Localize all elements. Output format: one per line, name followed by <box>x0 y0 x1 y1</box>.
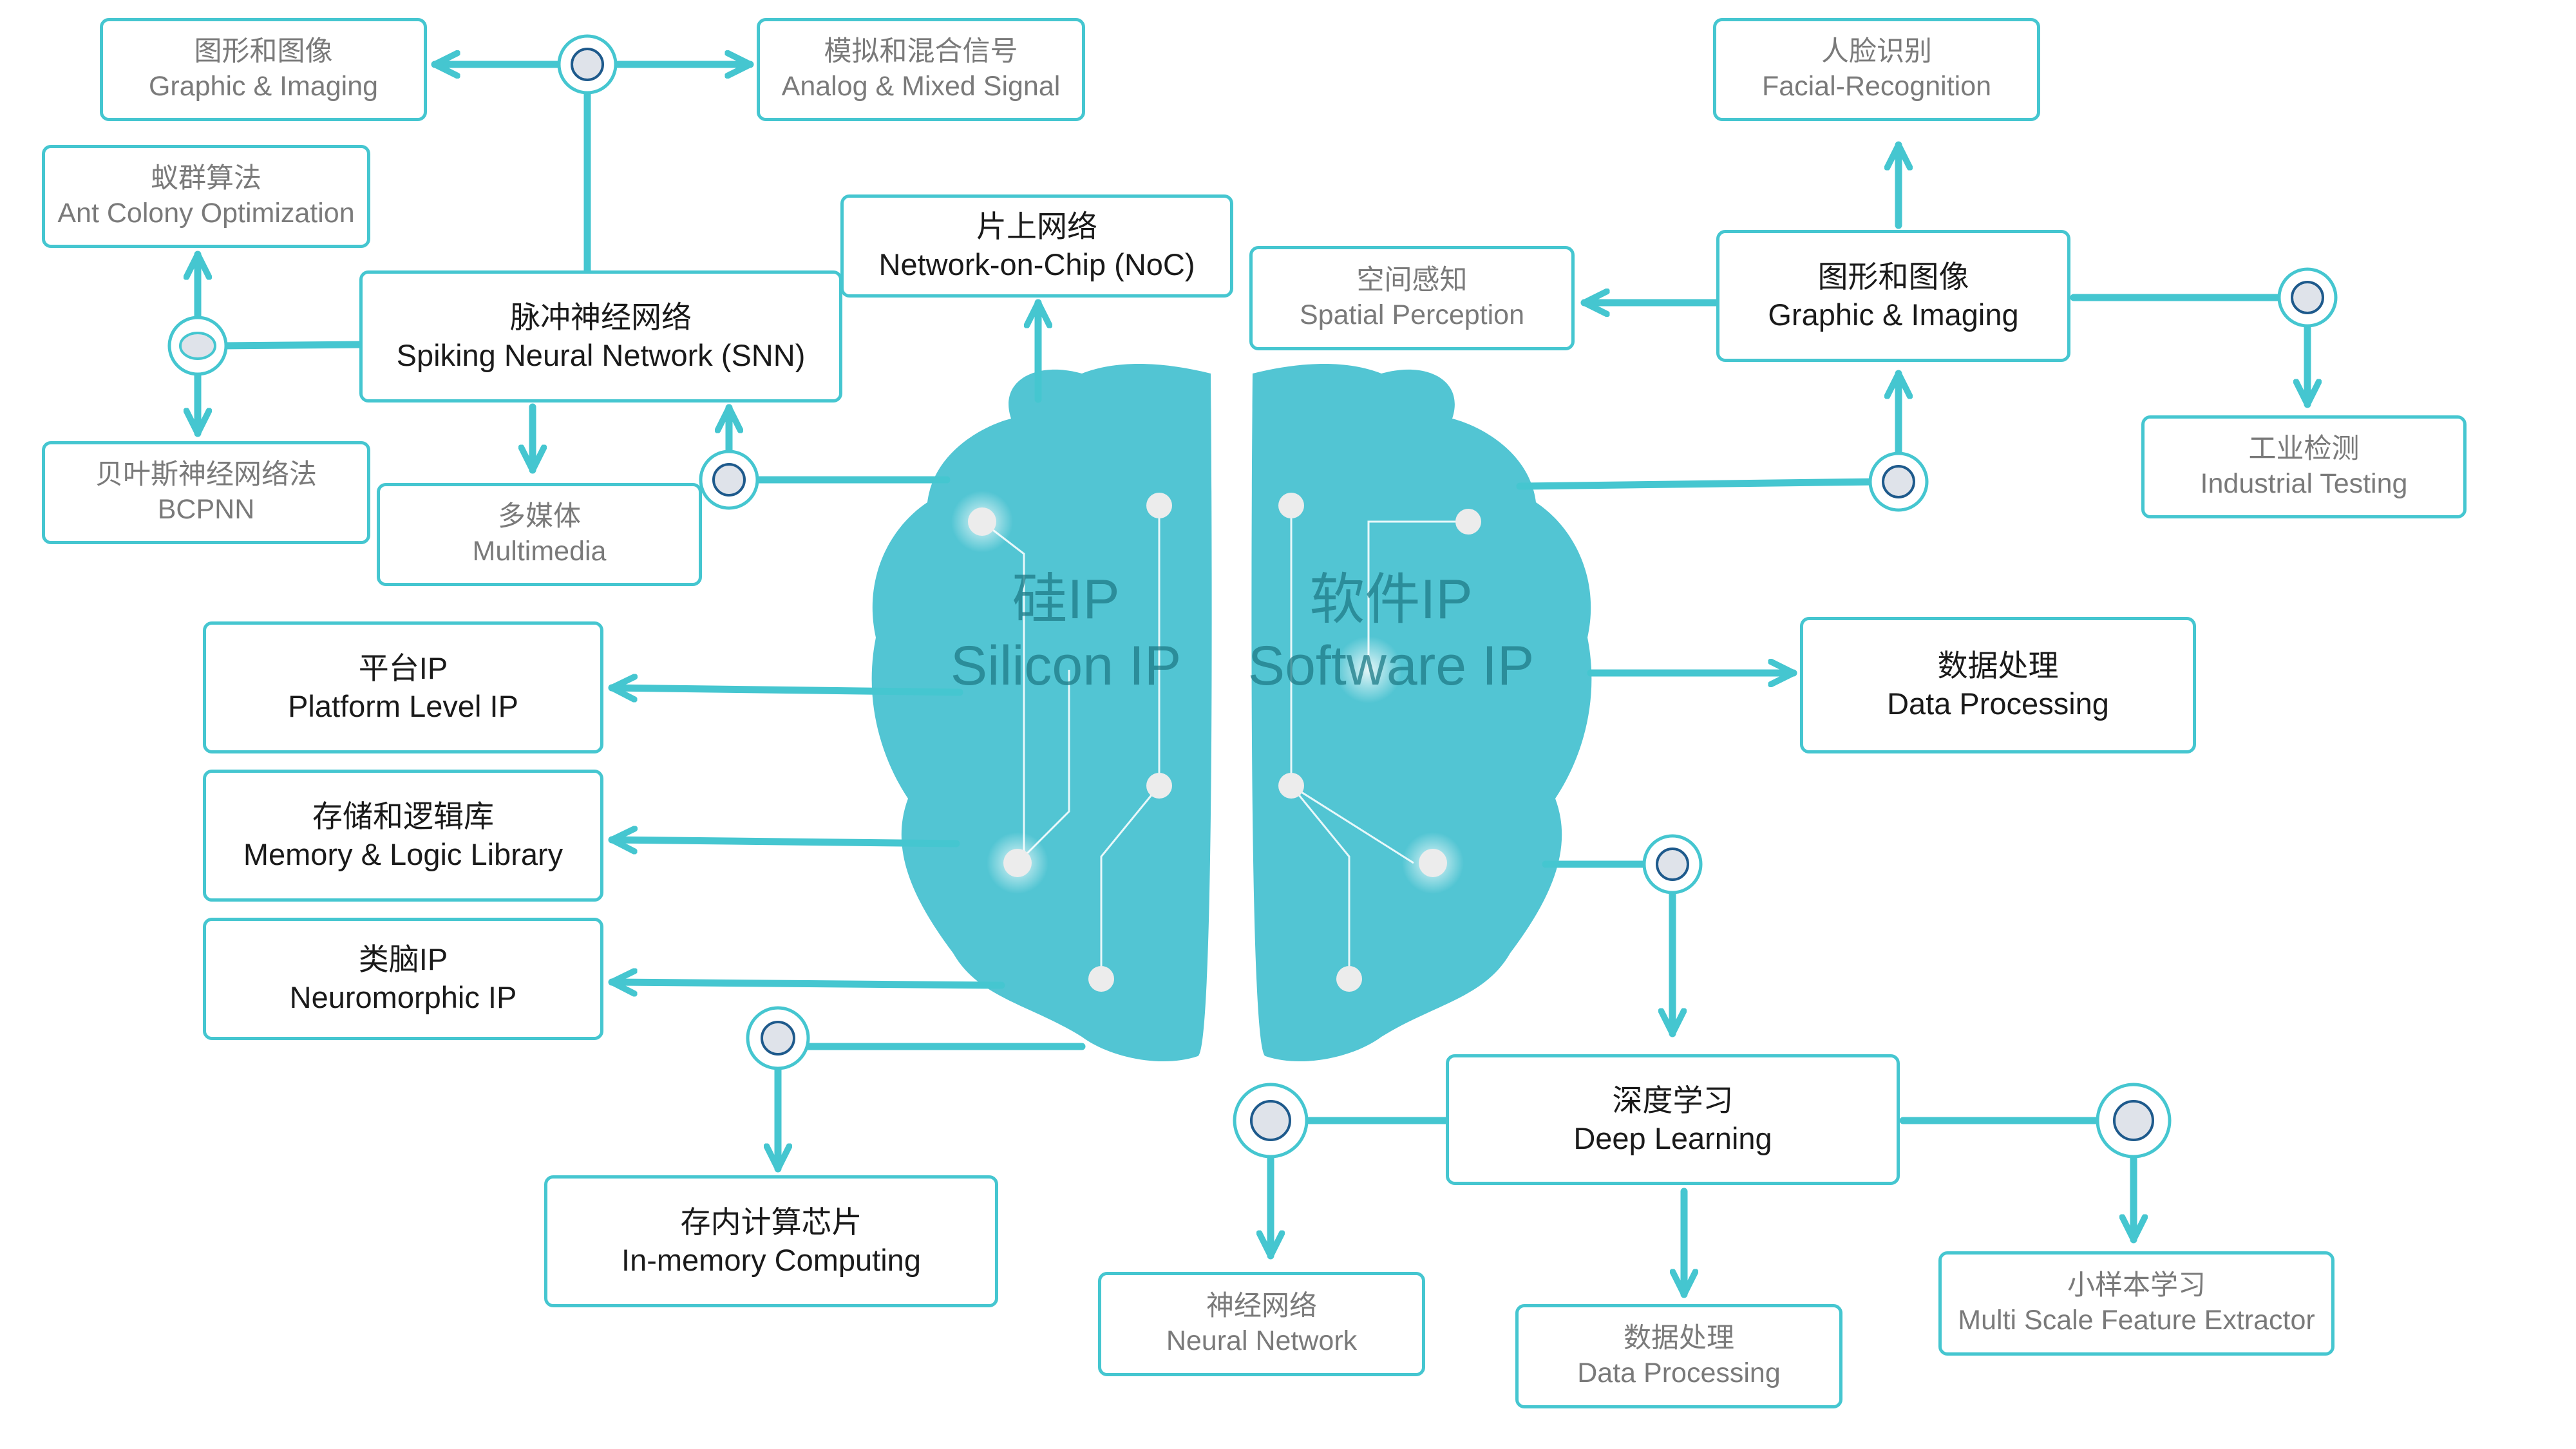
software-ip-zh: 软件IP <box>1309 569 1473 630</box>
box-label-zh: 存内计算芯片 <box>680 1204 862 1239</box>
box-graphic-imaging-right: 图形和图像 Graphic & Imaging <box>1716 230 2070 362</box>
box-label-zh: 图形和图像 <box>1817 259 1969 294</box>
connector-to-memory-logic <box>608 840 960 844</box>
software-ip-en: Software IP <box>1247 635 1535 697</box>
box-label-zh: 人脸识别 <box>1821 36 1932 68</box>
box-label-zh: 类脑IP <box>358 942 448 977</box>
box-data-processing: 数据处理 Data Processing <box>1800 617 2196 753</box>
circuit-node <box>1278 493 1304 518</box>
connector-to-platform <box>608 688 963 692</box>
box-label-en: Analog & Mixed Signal <box>781 71 1061 102</box>
box-label-en: Memory & Logic Library <box>243 837 564 871</box>
box-label-zh: 蚁群算法 <box>151 163 261 194</box>
box-bcpnn: 贝叶斯神经网络法 BCPNN <box>42 441 370 544</box>
box-label-en: In-memory Computing <box>621 1242 921 1277</box>
hub-node <box>167 316 228 376</box>
circuit-node <box>1146 773 1172 799</box>
box-label-en: Industrial Testing <box>2200 468 2408 499</box>
circuit-node <box>1146 493 1172 518</box>
brain-left-hemisphere <box>871 364 1212 1062</box>
box-label-en: BCPNN <box>157 494 255 525</box>
brain-right-hemisphere <box>1251 364 1592 1062</box>
brain-illustration <box>871 364 1592 1062</box>
silicon-ip-en: Silicon IP <box>950 635 1182 697</box>
box-label-en: Spatial Perception <box>1300 299 1524 330</box>
box-label-zh: 平台IP <box>358 650 448 685</box>
hub-node <box>1868 451 1929 512</box>
hub-node <box>746 1006 810 1070</box>
box-deep-learning: 深度学习 Deep Learning <box>1446 1054 1900 1185</box>
box-neural-network: 神经网络 Neural Network <box>1098 1272 1425 1376</box>
box-memory-logic: 存储和逻辑库 Memory & Logic Library <box>203 770 603 902</box>
box-label-en: Graphic & Imaging <box>1768 297 2019 332</box>
box-label-zh: 深度学习 <box>1612 1083 1734 1117</box>
silicon-ip-label: 硅IP Silicon IP <box>943 567 1188 699</box>
box-label-en: Facial-Recognition <box>1761 71 1992 102</box>
circuit-node <box>1278 773 1304 799</box>
box-ant-colony: 蚁群算法 Ant Colony Optimization <box>42 145 370 248</box>
hub-node <box>1642 834 1703 895</box>
circuit-node <box>968 507 996 536</box>
box-label-zh: 贝叶斯神经网络法 <box>95 459 317 491</box>
box-snn: 脉冲神经网络 Spiking Neural Network (SNN) <box>359 270 842 402</box>
box-label-en: Multi Scale Feature Extractor <box>1958 1305 2315 1336</box>
hub-node <box>2096 1083 2172 1159</box>
box-label-zh: 图形和图像 <box>194 36 333 68</box>
box-label-zh: 数据处理 <box>1624 1323 1734 1354</box>
box-label-zh: 空间感知 <box>1356 265 1468 296</box>
hub-nodes <box>167 34 2338 1159</box>
box-label-en: Data Processing <box>1887 687 2109 721</box>
circuit-node <box>1336 966 1362 992</box>
box-graphic-imaging-left: 图形和图像 Graphic & Imaging <box>100 18 427 121</box>
circuit-node-glow <box>1335 636 1402 703</box>
box-label-en: Multimedia <box>472 536 607 567</box>
box-noc: 片上网络 Network-on-Chip (NoC) <box>840 194 1233 298</box>
circuit-node <box>1003 849 1032 877</box>
hub-node <box>2277 267 2338 328</box>
box-label-en: Neural Network <box>1166 1325 1358 1356</box>
box-label-en: Platform Level IP <box>288 688 518 723</box>
box-analog-mixed-signal: 模拟和混合信号 Analog & Mixed Signal <box>757 18 1085 121</box>
connector-snn-to-left-hub <box>213 341 363 350</box>
circuit-node <box>1419 849 1447 877</box>
box-multimedia: 多媒体 Multimedia <box>377 483 702 586</box>
circuit-node <box>1455 509 1481 535</box>
box-industrial-testing: 工业检测 Industrial Testing <box>2141 415 2467 518</box>
box-facial-recognition: 人脸识别 Facial-Recognition <box>1713 18 2040 121</box>
box-in-memory-computing: 存内计算芯片 In-memory Computing <box>544 1175 998 1307</box>
box-label-zh: 工业检测 <box>2248 433 2360 465</box>
box-label-en: Deep Learning <box>1573 1121 1772 1155</box>
box-label-zh: 脉冲神经网络 <box>510 299 692 334</box>
circuit-nodes <box>951 491 1481 992</box>
box-data-processing-2: 数据处理 Data Processing <box>1515 1304 1842 1408</box>
box-label-en: Data Processing <box>1577 1358 1781 1388</box>
box-label-en: Network-on-Chip (NoC) <box>878 247 1195 281</box>
hub-node <box>557 34 618 95</box>
circuit-node <box>1088 966 1114 992</box>
box-label-zh: 片上网络 <box>976 209 1097 244</box>
connector-brain-to-graphic-hub <box>1516 478 1882 490</box>
box-neuromorphic-ip: 类脑IP Neuromorphic IP <box>203 918 603 1040</box>
box-spatial-perception: 空间感知 Spatial Perception <box>1249 246 1575 350</box>
silicon-ip-zh: 硅IP <box>1012 569 1120 630</box>
hub-node <box>699 450 759 510</box>
box-label-en: Spiking Neural Network (SNN) <box>396 337 806 372</box>
box-label-zh: 模拟和混合信号 <box>824 36 1018 68</box>
connector-to-neuromorphic <box>608 982 1005 985</box>
box-label-en: Graphic & Imaging <box>148 71 379 102</box>
box-label-zh: 存储和逻辑库 <box>312 799 494 833</box>
box-multi-scale: 小样本学习 Multi Scale Feature Extractor <box>1938 1251 2334 1356</box>
software-ip-label: 软件IP Software IP <box>1243 567 1539 699</box>
box-label-en: Neuromorphic IP <box>289 980 517 1014</box>
box-label-zh: 数据处理 <box>1937 649 2059 683</box>
box-label-zh: 神经网络 <box>1206 1291 1317 1322</box>
box-label-zh: 多媒体 <box>498 501 581 533</box>
box-platform-ip: 平台IP Platform Level IP <box>203 621 603 753</box>
hub-node <box>1233 1083 1309 1159</box>
box-label-zh: 小样本学习 <box>2067 1270 2206 1302</box>
box-label-en: Ant Colony Optimization <box>57 198 355 229</box>
